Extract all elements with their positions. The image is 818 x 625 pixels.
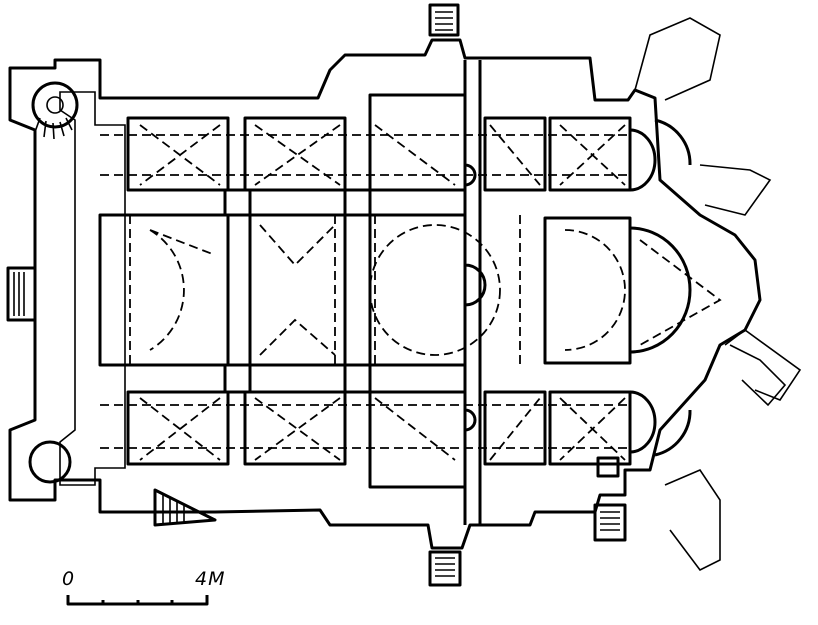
stairs-south <box>428 550 462 587</box>
north-aisle <box>126 93 692 192</box>
west-door-lines <box>13 272 25 316</box>
transept-wall <box>463 60 487 525</box>
vault-ribs <box>100 124 722 461</box>
pier <box>343 188 372 217</box>
scale-start-label: 0 <box>62 568 76 590</box>
stairs-southwest <box>153 488 217 527</box>
outer-wall <box>8 38 762 550</box>
south-aisle <box>126 390 692 489</box>
tower-north <box>31 81 79 129</box>
pier <box>223 188 252 217</box>
west-door-steps <box>6 266 37 322</box>
pier <box>343 363 372 394</box>
spiral-stair-north <box>34 117 73 140</box>
tower-north-core <box>46 96 64 114</box>
inner-wall-outline <box>59 91 126 486</box>
pier <box>223 363 252 394</box>
scale-bar <box>66 595 209 606</box>
rock-outlines <box>634 17 802 572</box>
scale-end-label: 4M <box>195 568 226 590</box>
stairs-north <box>428 3 460 37</box>
nave <box>98 213 692 367</box>
tower-south <box>28 440 72 484</box>
stairs-southeast <box>593 456 627 542</box>
